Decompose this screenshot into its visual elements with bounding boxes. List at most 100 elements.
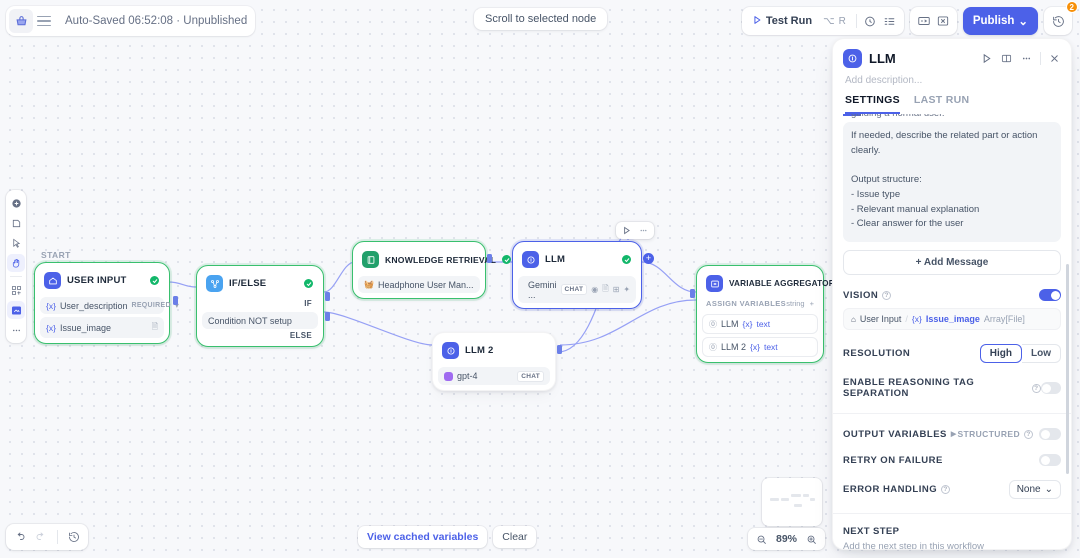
- zoom-out-icon[interactable]: [754, 531, 770, 547]
- add-next-node-button[interactable]: +: [643, 253, 654, 264]
- minimap[interactable]: [762, 478, 822, 526]
- node-llm-2[interactable]: LLM 2 gpt-4 CHAT: [432, 332, 562, 391]
- basket-icon[interactable]: [9, 9, 33, 33]
- more-icon[interactable]: [638, 225, 649, 236]
- add-variable-button[interactable]: +: [809, 299, 814, 308]
- tab-settings[interactable]: SETTINGS: [845, 94, 900, 114]
- hand-icon[interactable]: [7, 254, 25, 272]
- dropdown-icon[interactable]: ▾: [174, 301, 179, 310]
- variable-aggregator-icon: [706, 275, 723, 292]
- if-output-port[interactable]: [325, 292, 330, 301]
- basket-icon: 🧺: [364, 280, 374, 289]
- test-run-button[interactable]: Test Run: [748, 10, 816, 32]
- else-output-port[interactable]: [325, 312, 330, 321]
- variable-token: {x}: [750, 342, 760, 352]
- node-if-else[interactable]: IF/ELSE IF Condition NOT setup ELSE: [196, 265, 330, 347]
- prompt-message-box[interactable]: If needed, describe the related part or …: [843, 122, 1061, 243]
- node-user-input[interactable]: START USER INPUT {x} User_description RE…: [34, 250, 179, 344]
- node-variable-row[interactable]: {x} User_description REQUIRED ▾: [40, 297, 179, 314]
- node-header: LLM: [518, 247, 636, 273]
- model-mode-tag: CHAT: [517, 370, 544, 382]
- panel-scrollbar[interactable]: [1066, 264, 1069, 474]
- source-node: LLM: [721, 319, 739, 329]
- node-header: VARIABLE AGGREGATOR: [702, 271, 850, 297]
- vision-toggle[interactable]: [1039, 289, 1061, 302]
- run-icon[interactable]: [980, 52, 993, 65]
- aggregated-variable-row[interactable]: ⓪ LLM {x} text: [702, 314, 818, 334]
- output-port[interactable]: [173, 296, 178, 305]
- history-icon[interactable]: [66, 529, 82, 545]
- zoom-in-icon[interactable]: [803, 531, 819, 547]
- close-icon[interactable]: [1048, 52, 1061, 65]
- clear-button[interactable]: Clear: [493, 526, 537, 548]
- vision-variable-chip[interactable]: ⌂ User Input / {x} Issue_image Array[Fil…: [843, 308, 1061, 331]
- pointer-icon[interactable]: [7, 234, 25, 252]
- run-icon[interactable]: [621, 225, 632, 236]
- tab-last-run[interactable]: LAST RUN: [913, 94, 970, 106]
- model-row[interactable]: Gemini ... CHAT ◉ 🗎 ⊞ ✦: [518, 276, 636, 303]
- node-header: KNOWLEDGE RETRIEVAL: [358, 247, 512, 273]
- checklist-icon[interactable]: 2: [882, 1, 1078, 29]
- hamburger-icon[interactable]: [37, 12, 55, 30]
- divider: [833, 413, 1071, 415]
- node-knowledge-retrieval[interactable]: KNOWLEDGE RETRIEVAL 🧺 Headphone User Man…: [352, 241, 512, 299]
- redo-icon[interactable]: [33, 529, 49, 545]
- help-icon[interactable]: ?: [882, 290, 892, 300]
- screenshot-icon[interactable]: [7, 301, 25, 319]
- error-handling-label: ERROR HANDLING ?: [843, 484, 951, 495]
- prompt-line: - Relevant manual explanation: [851, 203, 980, 215]
- node-card[interactable]: IF/ELSE IF Condition NOT setup ELSE: [196, 265, 324, 347]
- more-icon[interactable]: [1020, 52, 1033, 65]
- prompt-line: - Clear answer for the user: [851, 218, 964, 230]
- undo-icon[interactable]: [12, 529, 28, 545]
- reasoning-tag-label: ENABLE REASONING TAG SEPARATION ?: [843, 377, 1041, 400]
- node-card[interactable]: VARIABLE AGGREGATOR ASSIGN VARIABLES str…: [696, 265, 850, 363]
- vision-icon: ◉: [591, 285, 599, 294]
- divider: [57, 530, 58, 544]
- output-port[interactable]: [557, 345, 562, 354]
- reasoning-tag-toggle[interactable]: [1040, 382, 1061, 395]
- description-placeholder[interactable]: Add description...: [845, 75, 923, 86]
- node-card[interactable]: LLM Gemini ... CHAT ◉ 🗎 ⊞ ✦: [512, 241, 642, 309]
- resolution-option-low[interactable]: Low: [1022, 344, 1061, 364]
- file-icon[interactable]: 🗎: [151, 321, 158, 331]
- publish-button[interactable]: Publish ⌄: [962, 7, 1038, 35]
- checklist-badge: 2: [1065, 1, 1078, 13]
- structured-toggle[interactable]: [1039, 428, 1061, 441]
- add-note-icon[interactable]: [7, 214, 25, 232]
- env-var-icon[interactable]: [916, 13, 932, 29]
- retry-on-failure-toggle[interactable]: [1039, 454, 1061, 467]
- variable-icon[interactable]: [935, 13, 951, 29]
- dataset-row[interactable]: 🧺 Headphone User Man...: [358, 276, 480, 293]
- output-port[interactable]: [487, 254, 492, 263]
- chevron-right-icon[interactable]: ▶: [950, 431, 957, 439]
- node-hover-toolbar[interactable]: [616, 222, 654, 239]
- panel-layout-icon[interactable]: [1000, 52, 1013, 65]
- node-variable-row[interactable]: {x} Issue_image 🗎: [40, 317, 164, 338]
- aggregated-variable-row[interactable]: ⓪ LLM 2 {x} text: [702, 337, 818, 357]
- add-message-button[interactable]: + Add Message: [843, 250, 1061, 276]
- more-icon[interactable]: [7, 321, 25, 339]
- help-icon[interactable]: ?: [941, 485, 951, 495]
- minimap-content: [768, 484, 816, 520]
- resolution-option-high[interactable]: High: [979, 344, 1022, 364]
- status-badge: [502, 255, 512, 264]
- help-icon[interactable]: ?: [1032, 383, 1041, 393]
- node-card[interactable]: KNOWLEDGE RETRIEVAL 🧺 Headphone User Man…: [352, 241, 512, 299]
- help-icon[interactable]: ?: [1024, 429, 1033, 439]
- add-node-icon[interactable]: [7, 194, 25, 212]
- view-cached-variables-button[interactable]: View cached variables: [358, 526, 488, 548]
- organize-icon[interactable]: [7, 281, 25, 299]
- node-card[interactable]: USER INPUT {x} User_description REQUIRED…: [34, 262, 179, 344]
- variable-token: {x}: [46, 322, 56, 333]
- scroll-to-selected-node-button[interactable]: Scroll to selected node: [474, 8, 608, 30]
- model-row[interactable]: gpt-4 CHAT: [438, 367, 550, 385]
- condition-row[interactable]: Condition NOT setup: [202, 312, 318, 329]
- input-port[interactable]: [690, 289, 695, 298]
- error-handling-select[interactable]: None ⌄: [1008, 480, 1061, 500]
- node-card[interactable]: LLM 2 gpt-4 CHAT: [432, 332, 556, 391]
- node-variable-aggregator[interactable]: VARIABLE AGGREGATOR ASSIGN VARIABLES str…: [690, 265, 850, 363]
- variable-token: {x}: [742, 319, 753, 329]
- clock-run-icon[interactable]: [863, 13, 879, 29]
- node-llm[interactable]: LLM Gemini ... CHAT ◉ 🗎 ⊞ ✦ +: [512, 241, 654, 309]
